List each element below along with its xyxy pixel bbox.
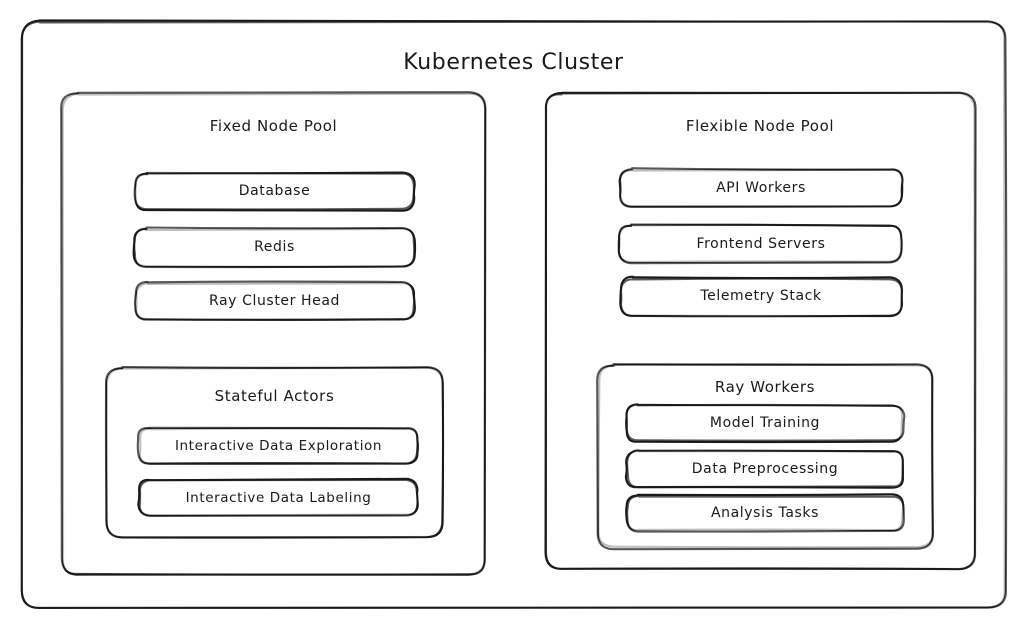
node-api-workers[interactable]: API Workers	[716, 180, 806, 196]
node-model-training[interactable]: Model Training	[709, 415, 821, 431]
node-interactive-data-labeling[interactable]: Interactive Data Labeling	[185, 490, 372, 506]
node-box-telemetry-stack	[619, 275, 904, 318]
panel-title-fixed-node-pool: Fixed Node Pool	[209, 117, 338, 135]
node-box-database	[133, 171, 416, 212]
panel-title-flexible-node-pool: Flexible Node Pool	[685, 117, 835, 135]
node-box-analysis-tasks	[625, 493, 905, 533]
node-analysis-tasks[interactable]: Analysis Tasks	[710, 505, 820, 521]
node-data-preprocessing[interactable]: Data Preprocessing	[691, 461, 839, 477]
node-telemetry-stack[interactable]: Telemetry Stack	[700, 288, 822, 304]
node-box-interactive-data-labeling	[137, 477, 419, 518]
node-frontend-servers[interactable]: Frontend Servers	[696, 236, 826, 252]
node-box-redis	[132, 226, 417, 269]
cluster-title: Kubernetes Cluster	[403, 50, 624, 75]
node-redis[interactable]: Redis	[254, 239, 295, 255]
node-ray-cluster-head[interactable]: Ray Cluster Head	[208, 293, 341, 309]
group-title-stateful-actors: Stateful Actors	[214, 387, 335, 405]
node-box-ray-cluster-head	[133, 280, 416, 321]
node-box-api-workers	[618, 167, 904, 208]
node-interactive-data-exploration[interactable]: Interactive Data Exploration	[174, 438, 383, 454]
node-box-frontend-servers	[617, 223, 903, 265]
node-database[interactable]: Database	[238, 183, 311, 199]
node-box-data-preprocessing	[624, 449, 904, 489]
node-box-model-training	[625, 403, 906, 444]
group-title-ray-workers: Ray Workers	[714, 378, 816, 396]
node-box-interactive-data-exploration	[136, 426, 419, 465]
